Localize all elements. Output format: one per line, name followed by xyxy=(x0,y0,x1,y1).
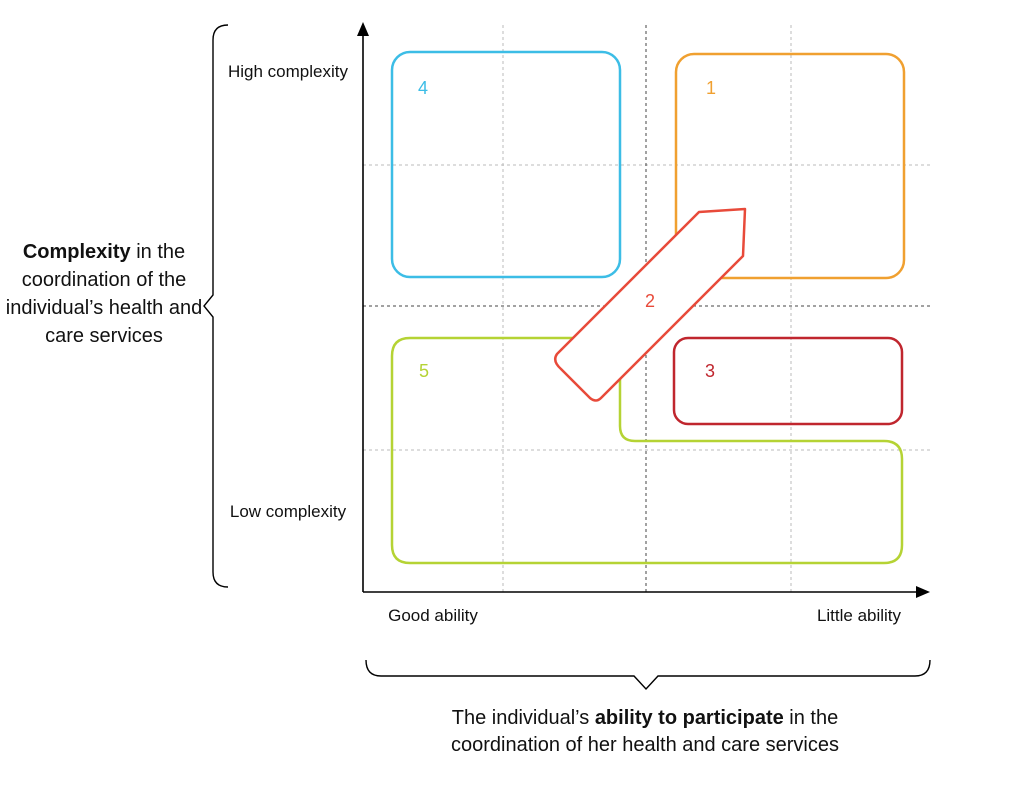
x-axis-title: The individual’s ability to participate … xyxy=(430,705,860,759)
zone-1-number: 1 xyxy=(706,78,717,98)
zone-3-number: 3 xyxy=(705,361,716,381)
high-complexity-label: High complexity xyxy=(228,62,348,81)
good-ability-label: Good ability xyxy=(388,606,478,625)
y-axis-arrowhead xyxy=(357,22,369,36)
y-axis-title-rest: in the coordination of the individual’s … xyxy=(5,241,203,347)
x-axis-brace xyxy=(365,659,931,691)
x-axis-title-bold: ability to participate xyxy=(594,707,784,729)
zone-2-number: 2 xyxy=(645,291,656,311)
zone-3-box xyxy=(672,336,904,426)
zone-4-box xyxy=(390,50,622,279)
zone-4-number: 4 xyxy=(418,78,429,98)
y-axis-title: Complexity in the coordination of the in… xyxy=(4,238,204,350)
y-axis-title-bold: Complexity xyxy=(22,241,131,263)
zone-2-arrow xyxy=(553,207,747,402)
low-complexity-label: Low complexity xyxy=(229,502,347,521)
x-axis-title-rest: in the coordination of her health and ca… xyxy=(450,707,839,756)
zone-1-box xyxy=(674,52,906,280)
y-axis-brace xyxy=(203,24,229,588)
x-axis-arrowhead xyxy=(916,586,930,598)
x-axis-title-pre: The individual’s xyxy=(451,707,595,729)
little-ability-label: Little ability xyxy=(816,606,902,625)
zone-5-number: 5 xyxy=(419,361,430,381)
